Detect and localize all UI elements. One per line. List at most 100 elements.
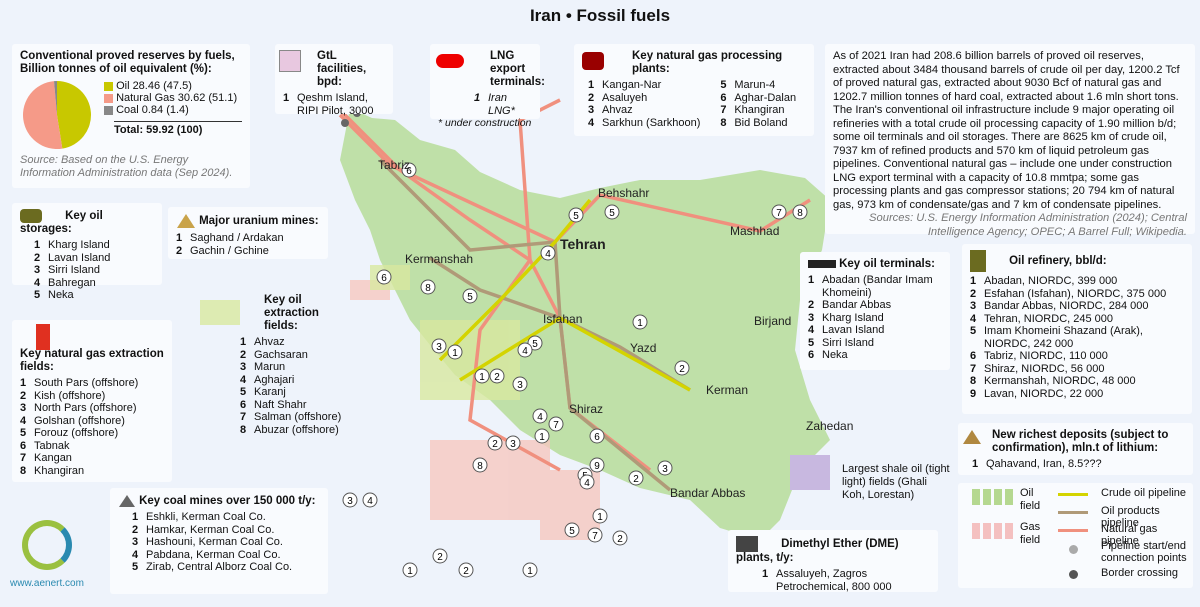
map-marker: 1 bbox=[447, 344, 463, 360]
city-label: Mashhad bbox=[730, 224, 780, 238]
legend-gas: Natural gas pipeline bbox=[1101, 523, 1158, 547]
map-marker: 1 bbox=[522, 562, 538, 578]
lng-note: * under construction bbox=[438, 117, 532, 129]
legend-border: Border crossing bbox=[1101, 567, 1179, 579]
oil-fields-heading: Key oil extraction fields: bbox=[264, 294, 319, 332]
svg-text:2: 2 bbox=[633, 474, 639, 485]
map-marker: 5 bbox=[568, 207, 584, 223]
map-marker: 8 bbox=[472, 457, 488, 473]
lng-terminal-icon bbox=[436, 54, 464, 68]
map-marker: 1 bbox=[534, 428, 550, 444]
city-label: Kermanshah bbox=[405, 252, 474, 266]
city-label: Zahedan bbox=[806, 419, 854, 433]
products-line-icon bbox=[1058, 511, 1088, 514]
svg-text:3: 3 bbox=[517, 380, 523, 391]
map-marker: 7 bbox=[771, 204, 787, 220]
svg-text:5: 5 bbox=[569, 526, 575, 537]
svg-text:3: 3 bbox=[510, 439, 516, 450]
map-marker: 4 bbox=[362, 492, 378, 508]
map-marker: 3 bbox=[505, 435, 521, 451]
map-marker: 8 bbox=[420, 279, 436, 295]
map-marker: 2 bbox=[628, 470, 644, 486]
uranium-heading: Major uranium mines: bbox=[199, 214, 319, 227]
map-marker: 2 bbox=[489, 368, 505, 384]
aenert-logo bbox=[22, 520, 72, 570]
svg-text:2: 2 bbox=[463, 566, 469, 577]
gtl-heading: GtL facilities, bpd: bbox=[317, 50, 367, 88]
border-crossing-icon bbox=[1069, 570, 1078, 579]
svg-text:9: 9 bbox=[594, 461, 600, 472]
svg-text:1: 1 bbox=[539, 432, 545, 443]
svg-text:4: 4 bbox=[584, 478, 590, 489]
svg-text:2: 2 bbox=[437, 552, 443, 563]
legend-products: Oil products pipeline bbox=[1101, 505, 1160, 529]
lithium-deposit-icon bbox=[963, 430, 981, 444]
svg-text:4: 4 bbox=[545, 249, 551, 260]
map-marker: 2 bbox=[612, 530, 628, 546]
refineries-heading: Oil refinery, bbl/d: bbox=[1009, 254, 1107, 267]
svg-text:5: 5 bbox=[532, 339, 538, 350]
svg-text:1: 1 bbox=[452, 348, 458, 359]
svg-text:2: 2 bbox=[494, 372, 500, 383]
city-label: Birjand bbox=[754, 314, 792, 328]
oil-storages-heading: Key oil storages: bbox=[20, 209, 103, 235]
map-marker: 2 bbox=[432, 548, 448, 564]
svg-text:4: 4 bbox=[522, 346, 528, 357]
dme-plant-icon bbox=[736, 536, 758, 552]
map-marker: 9 bbox=[589, 457, 605, 473]
reserves-heading: Conventional proved reserves by fuels, B… bbox=[20, 50, 235, 75]
gas-line-icon bbox=[1058, 529, 1088, 532]
gtl-facility-icon bbox=[279, 50, 301, 72]
map-marker: 1 bbox=[592, 508, 608, 524]
lithium-panel: New richest deposits (subject to confirm… bbox=[958, 423, 1193, 475]
reserves-panel: Conventional proved reserves by fuels, B… bbox=[12, 44, 250, 188]
map-marker: 3 bbox=[431, 338, 447, 354]
svg-text:6: 6 bbox=[406, 166, 412, 177]
city-label: Tabriz bbox=[378, 158, 411, 172]
logo-url[interactable]: www.aenert.com bbox=[10, 578, 84, 589]
crude-line-icon bbox=[1058, 493, 1088, 496]
svg-text:2: 2 bbox=[679, 364, 685, 375]
pie-slice-coal bbox=[54, 81, 57, 115]
legend-oil-field: Oil field bbox=[1020, 487, 1041, 512]
coal-heading: Key coal mines over 150 000 t/y: bbox=[139, 494, 316, 507]
map-marker: 8 bbox=[792, 204, 808, 220]
svg-text:4: 4 bbox=[367, 496, 373, 507]
city-label: Yazd bbox=[630, 341, 657, 355]
svg-text:1: 1 bbox=[527, 566, 533, 577]
city-label: Tehran bbox=[560, 236, 606, 252]
gas-swatch-icon bbox=[104, 93, 113, 103]
map-marker: 7 bbox=[548, 416, 564, 432]
map-marker: 5 bbox=[564, 522, 580, 538]
gas-fields-heading: Key natural gas extraction fields: bbox=[20, 348, 164, 373]
